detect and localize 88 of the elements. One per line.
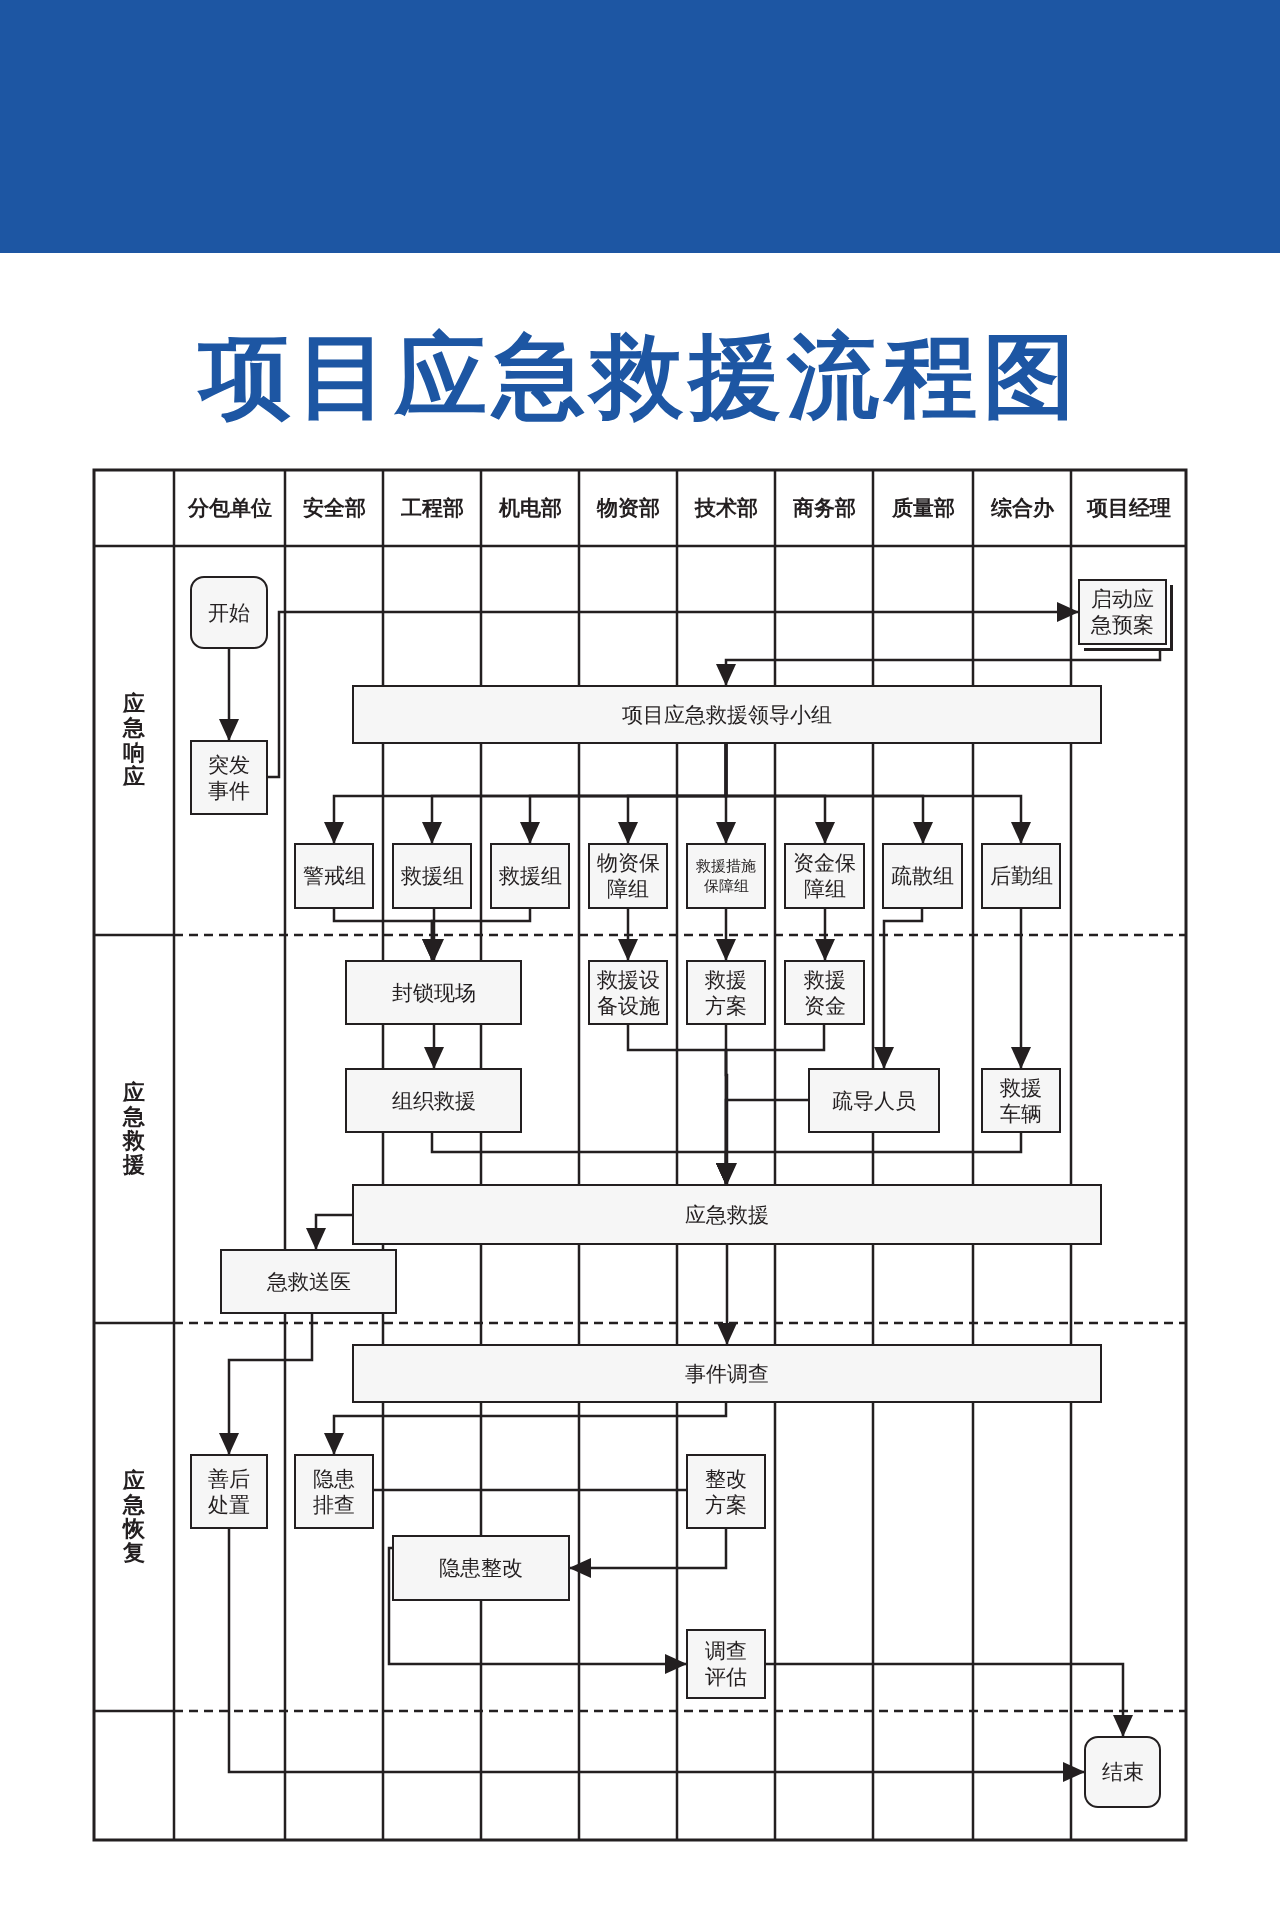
process-box: [686, 1454, 766, 1529]
box-text: 救援车辆: [999, 1074, 1043, 1127]
column-header: 工程部: [400, 495, 464, 522]
column-header: 安全部: [302, 495, 366, 522]
column-header: 项目经理: [1086, 495, 1171, 522]
arrow: [874, 909, 924, 1069]
box-text: 救援措施保障组: [695, 856, 757, 896]
process-box: [345, 1068, 522, 1133]
process-box: [294, 1454, 374, 1529]
column-header: 商务部: [792, 495, 856, 522]
box-text: 资金保障组: [792, 850, 857, 902]
box-text: 隐患整改: [439, 1555, 523, 1581]
process-box: [882, 843, 963, 909]
phase-label: 应急救援: [123, 1080, 145, 1178]
arrow: [815, 909, 835, 961]
box-text: 疏导人员: [832, 1087, 916, 1114]
phase-label: 应急恢复: [123, 1468, 145, 1566]
column-header: 质量部: [891, 495, 955, 522]
process-box: [686, 1629, 766, 1699]
process-box: [588, 843, 668, 909]
terminal-box: [1084, 1736, 1161, 1808]
box-text: 整改方案: [704, 1465, 748, 1518]
box-text: 组织救援: [391, 1087, 476, 1114]
box-text: 隐患排查: [312, 1465, 356, 1518]
column-header: 分包单位: [187, 495, 272, 522]
process-box: [784, 960, 865, 1025]
box-text: 结束: [1101, 1759, 1144, 1785]
arrow: [716, 1133, 1023, 1185]
process-box: [784, 843, 865, 909]
process-box: [352, 1184, 1102, 1245]
process-box: [352, 1344, 1102, 1403]
arrow: [1011, 909, 1031, 1069]
box-text: 封锁现场: [391, 979, 476, 1006]
arrow: [306, 1213, 352, 1250]
box-text: 救援资金: [802, 966, 847, 1019]
arrow: [324, 1403, 728, 1455]
box-text: 救援设备设施: [595, 966, 661, 1019]
box-text: 项目应急救援领导小组: [622, 701, 832, 728]
arrow: [422, 909, 532, 961]
column-header: 技术部: [694, 495, 758, 522]
arrow: [219, 649, 239, 741]
box-text: 救援方案: [704, 966, 748, 1019]
process-box: [294, 843, 374, 909]
terminal-box: [190, 576, 268, 649]
box-text: 调查评估: [704, 1638, 748, 1690]
process-box: [220, 1249, 397, 1314]
arrow: [268, 602, 1079, 779]
arrow: [219, 1314, 314, 1455]
process-box: [490, 843, 570, 909]
title: 项目应急救援流程图: [199, 323, 1081, 430]
column-header: 综合办: [990, 495, 1054, 522]
arrow: [424, 1025, 444, 1069]
box-text: 疏散组: [891, 863, 954, 889]
box-text: 事件调查: [685, 1360, 769, 1387]
process-box: [345, 960, 522, 1025]
arrow: [716, 909, 736, 961]
column-header: 机电部: [498, 495, 562, 522]
process-box: [981, 843, 1061, 909]
phase-label: 应急响应: [123, 692, 145, 789]
box-text: 启动应急预案: [1090, 586, 1155, 638]
box-text: 物资保障组: [595, 850, 661, 902]
arrow: [766, 1662, 1133, 1737]
box-text: 善后处置: [207, 1465, 251, 1518]
arrow: [387, 1546, 687, 1674]
process-box: [190, 740, 268, 815]
process-box: [686, 960, 766, 1025]
process-box: [392, 1535, 570, 1601]
arrow: [717, 1245, 737, 1345]
box-text: 突发事件: [207, 751, 251, 804]
process-box: [352, 685, 1102, 744]
process-box: [392, 843, 472, 909]
box-text: 救援组: [400, 863, 464, 889]
process-box: [588, 960, 668, 1025]
box-text: 后勤组: [989, 863, 1053, 889]
arrow: [724, 744, 1031, 844]
process-box: [686, 843, 766, 909]
process-box: [981, 1068, 1061, 1133]
process-box: [190, 1454, 268, 1529]
box-text: 救援组: [498, 863, 562, 889]
box-text: 应急救援: [685, 1201, 769, 1228]
box-text: 急救送医: [266, 1268, 351, 1295]
arrow: [227, 1529, 1085, 1782]
process-box: [808, 1068, 940, 1133]
box-text: 警戒组: [302, 863, 366, 889]
arrow: [618, 909, 638, 961]
column-header: 物资部: [596, 495, 660, 522]
box-text: 开始: [208, 599, 250, 626]
arrow: [569, 1529, 728, 1578]
